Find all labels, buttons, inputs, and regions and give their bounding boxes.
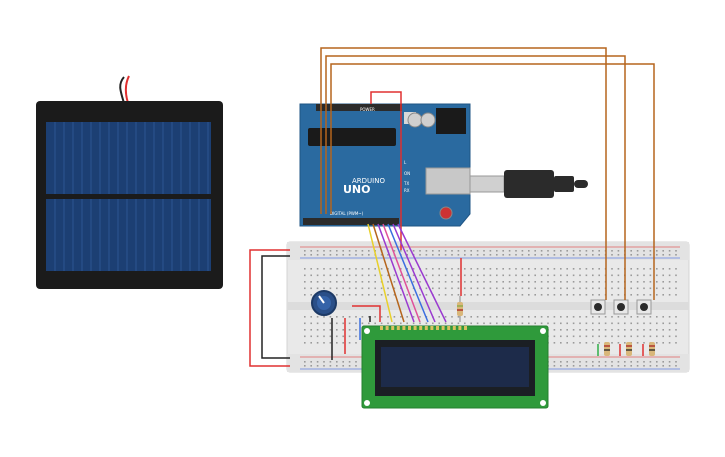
resistor-2[interactable] (604, 342, 610, 356)
rx-led-label: RX (404, 188, 410, 193)
on-led-label: ON (404, 171, 410, 176)
tx-led-label: TX (403, 181, 409, 186)
pushbutton-1[interactable] (590, 299, 606, 315)
pushbutton-2[interactable] (613, 299, 629, 315)
arduino-brand-text: ARDUINO (352, 177, 385, 185)
pushbutton-3[interactable] (636, 299, 652, 315)
digital-label: DIGITAL (PWM~) (330, 211, 364, 216)
potentiometer-icon[interactable] (311, 290, 337, 316)
lcd-pin-header (380, 326, 467, 330)
usb-cable-icon[interactable] (469, 170, 588, 198)
arduino-uno[interactable]: ARDUINO UNO POWER DIGITAL (PWM~) ON TX R… (299, 103, 471, 227)
resistor-icon[interactable] (457, 296, 463, 322)
wires[interactable] (249, 47, 655, 367)
solar-panel[interactable] (36, 75, 223, 289)
power-label: POWER (360, 107, 375, 112)
resistor-3[interactable] (626, 342, 632, 356)
resistor-4[interactable] (649, 342, 655, 356)
arduino-model-text: UNO (343, 183, 371, 196)
l-led-label: L (404, 160, 407, 165)
lcd-display[interactable] (361, 325, 549, 409)
